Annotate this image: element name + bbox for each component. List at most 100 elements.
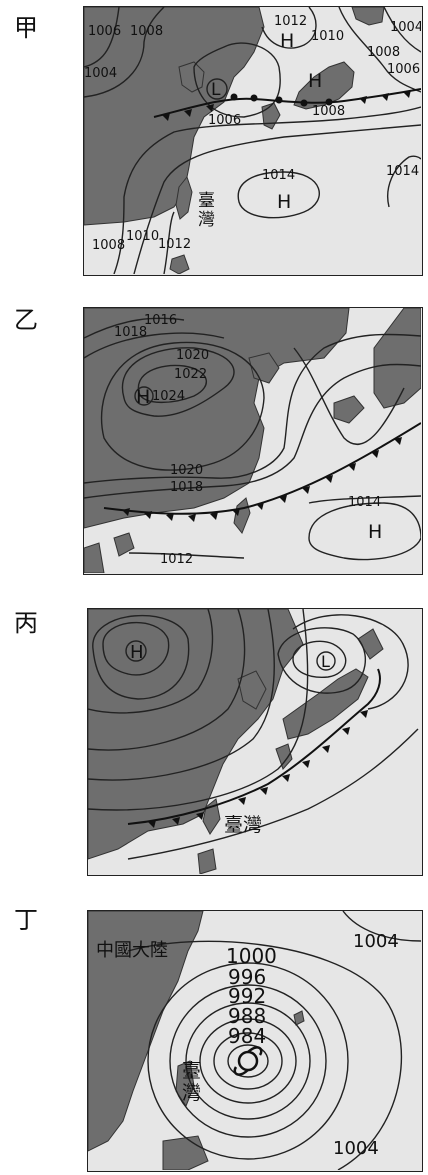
land-japan [282,668,369,740]
land-taiwan [175,1060,195,1108]
isobar-label: 1020 [176,348,209,363]
isobar-label: 1004 [353,931,399,952]
isobar-label: 996 [228,965,266,989]
isobar-label: 1022 [174,367,207,382]
isobar-label: 1016 [144,313,177,328]
isobar-line [292,614,409,710]
isobar-line [277,627,367,694]
place-label-china: 中國大陸 [96,940,168,961]
low-pressure-ring [316,651,336,671]
isobar-label: 1008 [130,24,163,39]
isobar-line [121,347,235,417]
isobar-label: 1012 [274,14,307,29]
land-hainan [197,848,217,874]
isobar-line [163,211,175,274]
land-north-island [357,628,384,660]
front-triangles [162,90,411,121]
isobar-line [113,106,421,274]
isobar-label: 1014 [262,168,295,183]
land-japan [373,308,421,409]
high-pressure-center: H [368,521,382,543]
isobar-label: 1008 [312,104,345,119]
typhoon-isobars [127,911,421,1170]
place-label-taiwan: 灣 [198,210,215,230]
land-korea [237,670,267,710]
isobar-label: 1014 [386,164,419,179]
isobar-label: 992 [228,984,266,1008]
land-taiwan [175,175,193,220]
isobar-line [308,495,421,504]
isobar-label: 1012 [158,237,191,252]
land-mainland [84,308,350,529]
isobar-line [383,7,421,53]
isobar-label: 1020 [170,463,203,478]
high-pressure-center: H [280,30,294,52]
weather-map-yi: 1016 1018 1020 1022 1024 1020 1018 1014 … [83,307,423,575]
isobar-line [127,728,419,860]
land-japan [293,61,355,110]
high-pressure-ring [125,640,147,662]
isobar-line [102,621,170,676]
isobar-label: 988 [228,1004,266,1028]
isobar-label: 1018 [114,325,147,340]
front-triangles [148,710,368,828]
isobar-line [84,333,421,484]
land-peninsula [178,61,205,93]
isobar-line [261,7,317,49]
low-pressure-center: L [321,652,330,671]
land-mainland [88,609,304,860]
isobar-line [293,347,405,445]
isobar-line [137,364,207,404]
isobar-label: 1024 [152,389,185,404]
land-corner [84,542,105,573]
weather-map-ding: 中國大陸 1000 996 992 988 984 1004 1004 臺 灣 [87,910,423,1172]
typhoon-symbol [233,1046,263,1076]
isobar-label: 1004 [333,1138,379,1159]
isobar-line [387,155,421,208]
land-japan-south [333,395,365,424]
high-pressure-center: H [277,191,291,213]
low-pressure-center: L [211,80,221,100]
isobar-line [308,502,421,561]
isobar-label: 1008 [367,45,400,60]
land-south [162,1135,209,1170]
isobar-line [84,7,165,98]
isobar-label: 1008 [92,238,125,253]
isobar-line [84,7,120,68]
land-kyushu [275,743,293,770]
isobar-line [84,363,421,499]
land-hainan [113,532,135,557]
high-pressure-center: H [308,70,322,92]
front-triangles [122,437,402,522]
panel-label-yi: 乙 [14,306,38,334]
panel-label-bing: 丙 [14,609,38,637]
isobar-line [88,609,246,751]
isobar-line [84,317,185,339]
isobar-line [88,609,275,781]
front-semicircles [230,93,333,107]
isobar-label: 1018 [170,480,203,495]
cold-front [127,668,381,825]
land-islet [293,1010,305,1026]
stationary-front [153,88,421,118]
weather-map-jia: 1006 1008 1004 1012 1010 1004 1008 1006 … [83,6,423,276]
panel-label-jia: 甲 [14,14,38,42]
isobar-line [237,171,320,219]
place-label-taiwan: 臺灣 [224,814,262,836]
isobar-line [128,552,245,559]
weather-map-bing: H L 臺灣 [87,608,423,876]
land-mainland [88,911,204,1152]
isobar-label: 1004 [390,20,421,35]
high-pressure-center: H [136,386,150,408]
isobar-line [92,614,190,700]
panel-label-ding: 丁 [14,906,38,934]
land-north-island [351,7,385,26]
isobar-label: 1000 [226,944,277,968]
isobar-label: 1010 [126,229,159,244]
isobar-label: 1006 [387,62,420,77]
place-label-taiwan: 臺 [182,1060,201,1082]
isobar-label: 1004 [84,66,117,81]
high-pressure-ring [134,386,154,406]
low-pressure-ring [206,78,228,100]
high-pressure-center: H [130,642,144,663]
